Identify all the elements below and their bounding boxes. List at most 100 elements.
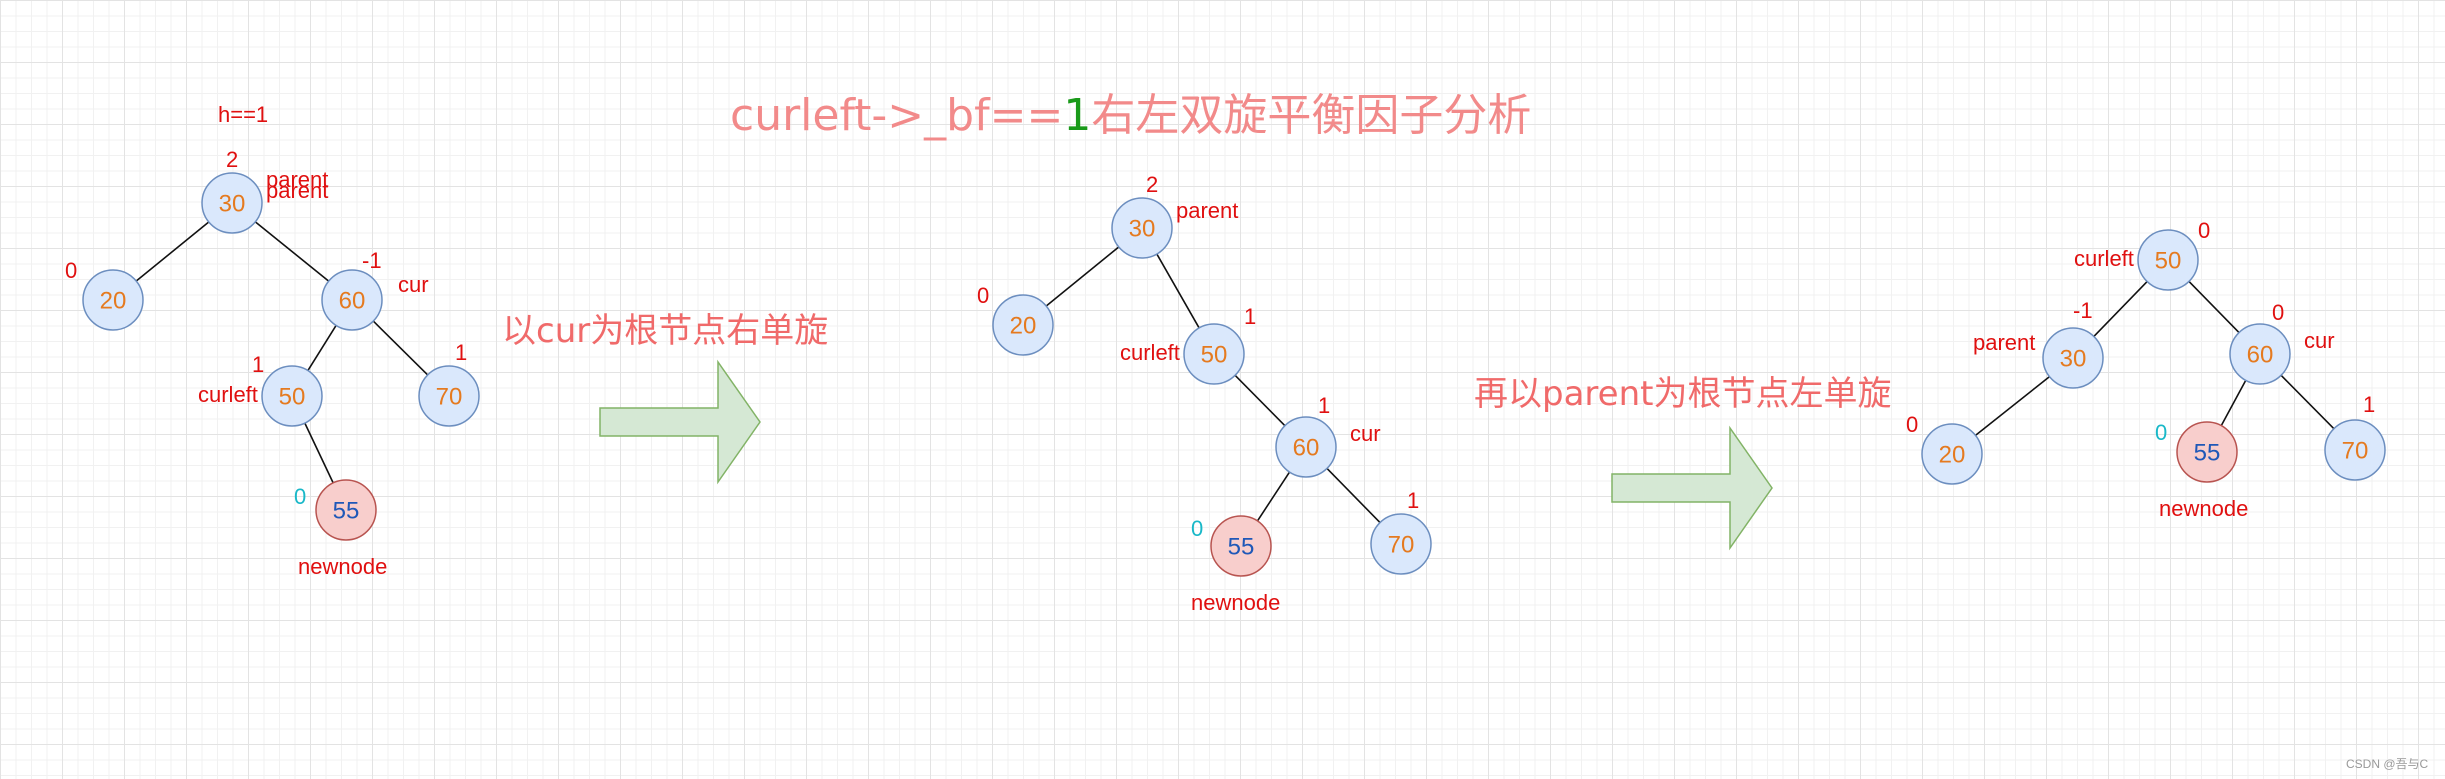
tree-node-20: 20 0 [977,283,1054,356]
tree-node-55: 55 0 newnode [2155,420,2248,521]
tree-node-55: 55 0 newnode [1191,515,1280,615]
caption-left-rotation: 再以parent为根节点左单旋 [1474,374,1891,414]
balance-factor: 0 [2198,218,2210,243]
node-circle [2137,229,2199,291]
node-circle [2229,323,2291,385]
diagram-title: curleft->_bf==1右左双旋平衡因子分析 [730,90,1531,141]
balance-factor: 0 [2272,300,2284,325]
tree-node-30: 30 -1 parent [1973,298,2104,389]
node-role-label: newnode [298,554,387,579]
tree-edge [1256,471,1291,522]
node-role-label: parent [1176,198,1238,223]
tree-node-20: 20 0 [1906,412,1983,485]
node-value: 30 [1129,216,1156,243]
caption-right-rotation: 以cur为根节点右单旋 [502,311,828,351]
node-circle [1370,513,1432,575]
node-circle [1183,323,1245,385]
node-value: 60 [1293,435,1320,462]
tree-edge [135,221,210,282]
height-annotation: h==1 [218,102,268,127]
tree-edge [1975,376,2050,436]
tree-node-60: 60 1 cur [1275,393,1381,478]
tree-after-left-rotation: 50 0 curleft 30 -1 parent 60 0 cur 20 0 55 0 newnode 7… [1906,218,2386,521]
node-circle [82,269,144,331]
tree-node-20: 20 0 [65,258,144,331]
node-value: 50 [1201,342,1228,369]
balance-factor: 1 [1318,393,1330,418]
node-circle [2324,419,2386,481]
balance-factor: 0 [1906,412,1918,437]
node-value: 60 [2247,342,2274,369]
node-role-label: parent [266,167,328,192]
node-role-label: curleft [1120,340,1180,365]
tree-edge [254,221,330,282]
tree-node-70: 701 [418,340,480,427]
tree-edge [2188,280,2240,334]
node-value: 50 [2155,248,2182,275]
balance-factor: 1 [1407,488,1419,513]
tree-edge [2093,280,2148,338]
tree-node-50: 50 0 curleft [2074,218,2210,291]
tree-edge [2220,380,2247,426]
balance-factor: 1 [2363,392,2375,417]
node-circle [418,365,480,427]
balance-factor: 1 [1244,304,1256,329]
tree-node-50: 50 1 curleft [1120,304,1256,385]
node-circle [261,365,323,427]
node-value: 20 [1010,313,1037,340]
node-value: 55 [2194,440,2221,467]
overlap-parent-label: parent [266,178,328,203]
node-value: 60 [339,288,366,315]
node-role-label: newnode [2159,496,2248,521]
node-role-label: curleft [198,382,258,407]
node-value: 30 [2060,346,2087,373]
balance-factor: 0 [1191,516,1203,541]
tree-edge [1326,467,1381,524]
tree-node-55: 55 0 newnode [294,479,387,579]
tree-edge [1045,246,1120,307]
node-value: 55 [1228,534,1255,561]
node-value: 20 [1939,442,1966,469]
tree-edge [307,325,337,371]
node-value: 50 [279,384,306,411]
node-circle [321,269,383,331]
arrow-step1 [599,359,761,485]
watermark: CSDN @吾与C [2346,757,2429,771]
node-circle [2176,421,2238,483]
arrow-step2 [1611,425,1773,551]
node-value: 55 [333,498,360,525]
node-value: 70 [436,384,463,411]
tree-edge [372,320,429,376]
tree-edge [2280,374,2335,430]
tree-edge [304,422,334,484]
balance-factor: 0 [294,484,306,509]
tree-edge [1156,253,1200,329]
node-role-label: curleft [2074,246,2134,271]
tree-edge [1234,374,1286,427]
tree-node-30: 30 2 parent [201,147,328,234]
node-role-label: cur [2304,328,2335,353]
node-value: 20 [100,288,127,315]
node-circle [1111,197,1173,259]
balance-factor: 0 [2155,420,2167,445]
balance-factor: -1 [2073,298,2093,323]
node-role-label: cur [1350,421,1381,446]
balance-factor: 1 [252,352,264,377]
node-value: 30 [219,191,246,218]
node-value: 70 [2342,438,2369,465]
node-circle [201,172,263,234]
tree-node-50: 50 1 curleft [198,352,323,427]
node-value: 70 [1388,532,1415,559]
node-circle [1210,515,1272,577]
node-circle [2042,327,2104,389]
balance-factor: 0 [65,258,77,283]
node-role-label: parent [1973,330,2035,355]
balance-factor: 0 [977,283,989,308]
tree-node-70: 70 1 [1370,488,1432,575]
balance-factor: 2 [226,147,238,172]
balance-factor: -1 [362,248,382,273]
node-role-label: newnode [1191,590,1280,615]
